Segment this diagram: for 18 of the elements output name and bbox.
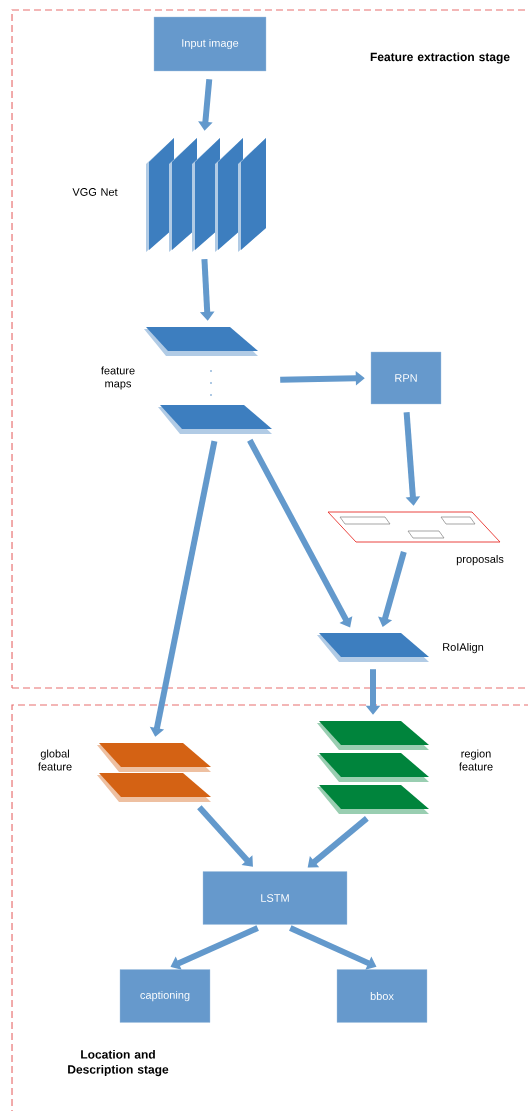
node-label: proposals [456, 554, 504, 566]
node-label: RoIAlign [443, 642, 484, 654]
stage-title: Location and Description stage [68, 1049, 169, 1077]
process-box: RPN [370, 351, 442, 405]
process-box: LSTM [202, 871, 348, 925]
node-label: feature maps [101, 366, 135, 390]
node-label: VGG Net [72, 188, 118, 196]
arrow [197, 805, 253, 867]
process-box: captioning [119, 969, 211, 1023]
arrow [247, 438, 353, 628]
node-label: region feature [459, 749, 493, 771]
arrow [403, 411, 421, 506]
arrow [307, 816, 369, 868]
node-label: global feature [38, 749, 72, 771]
process-box: bbox [336, 969, 428, 1023]
arrow [378, 551, 407, 627]
process-box: Input image [153, 16, 267, 72]
stage-title: Feature extraction stage [370, 52, 510, 64]
